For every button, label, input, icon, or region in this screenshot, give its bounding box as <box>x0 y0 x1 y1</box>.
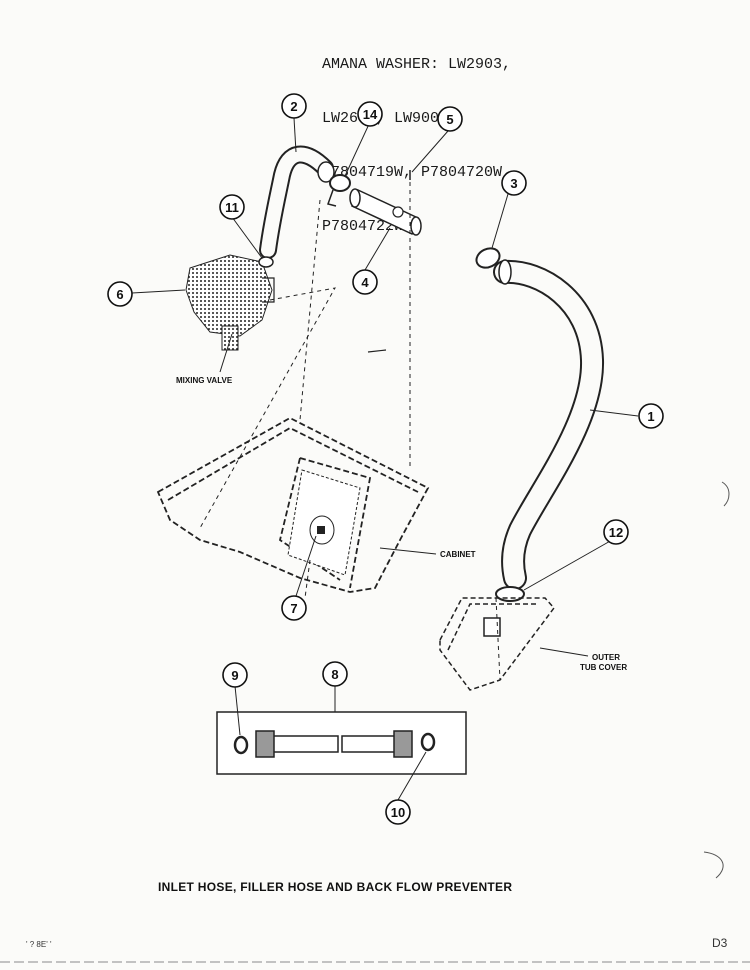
svg-text:2: 2 <box>290 99 297 114</box>
svg-text:7: 7 <box>290 601 297 616</box>
svg-text:4: 4 <box>361 275 369 290</box>
svg-text:6: 6 <box>116 287 123 302</box>
model-header-line: AMANA WASHER: LW2903, <box>322 56 512 73</box>
mixing-valve-label: MIXING VALVE <box>176 376 233 385</box>
callout-9: 9 <box>222 662 248 688</box>
callout-5: 5 <box>437 106 463 132</box>
callout-1: 1 <box>638 403 664 429</box>
diagram-caption: INLET HOSE, FILLER HOSE AND BACK FLOW PR… <box>158 880 513 894</box>
washer-part-10 <box>420 732 436 752</box>
svg-text:3: 3 <box>510 176 517 191</box>
mixing-valve <box>185 254 275 351</box>
inlet-hose-part-8 <box>255 730 413 758</box>
svg-text:9: 9 <box>231 668 238 683</box>
callout-14: 14 <box>357 101 383 127</box>
model-header: AMANA WASHER: LW2903, LW2603, LW9003, P7… <box>322 20 511 272</box>
svg-text:1: 1 <box>647 409 654 424</box>
outer-label: OUTER <box>592 653 620 662</box>
svg-text:11: 11 <box>225 200 239 215</box>
callout-7: 7 <box>281 595 307 621</box>
fill-hose-part-2 <box>259 145 335 259</box>
cabinet-label: CABINET <box>440 550 476 559</box>
clamp-part-12 <box>495 586 525 602</box>
clamp-part-3 <box>475 247 501 269</box>
callout-11: 11 <box>219 194 245 220</box>
callout-12: 12 <box>603 519 629 545</box>
callout-10: 10 <box>385 799 411 825</box>
callout-3: 3 <box>501 170 527 196</box>
valve-mount-plate <box>287 469 361 576</box>
leader-lines <box>131 117 639 801</box>
cabinet-outline <box>156 416 430 593</box>
inlet-fitting <box>483 617 501 637</box>
callout-6: 6 <box>107 281 133 307</box>
callout-4: 4 <box>352 269 378 295</box>
tub-cover-label: TUB COVER <box>580 663 627 672</box>
assembly-guide-lines <box>199 182 501 681</box>
clamp-part-14 <box>327 174 351 207</box>
clamp-part-11 <box>258 256 274 268</box>
svg-text:14: 14 <box>363 107 378 122</box>
outer-tub-cover <box>439 597 555 691</box>
svg-text:12: 12 <box>609 525 623 540</box>
bottom-right-mark: D3 <box>712 936 728 950</box>
model-header-line: P7804722W <box>322 218 404 235</box>
washer-part-9 <box>233 735 249 755</box>
svg-text:8: 8 <box>331 667 338 682</box>
filler-hose-part-1 <box>493 259 604 590</box>
bottom-left-mark: ' ? 8E' ' <box>26 940 52 949</box>
svg-text:5: 5 <box>446 112 453 127</box>
callout-8: 8 <box>322 661 348 687</box>
vent-tube-part-4 <box>349 188 422 236</box>
svg-text:10: 10 <box>391 805 405 820</box>
callout-2: 2 <box>281 93 307 119</box>
